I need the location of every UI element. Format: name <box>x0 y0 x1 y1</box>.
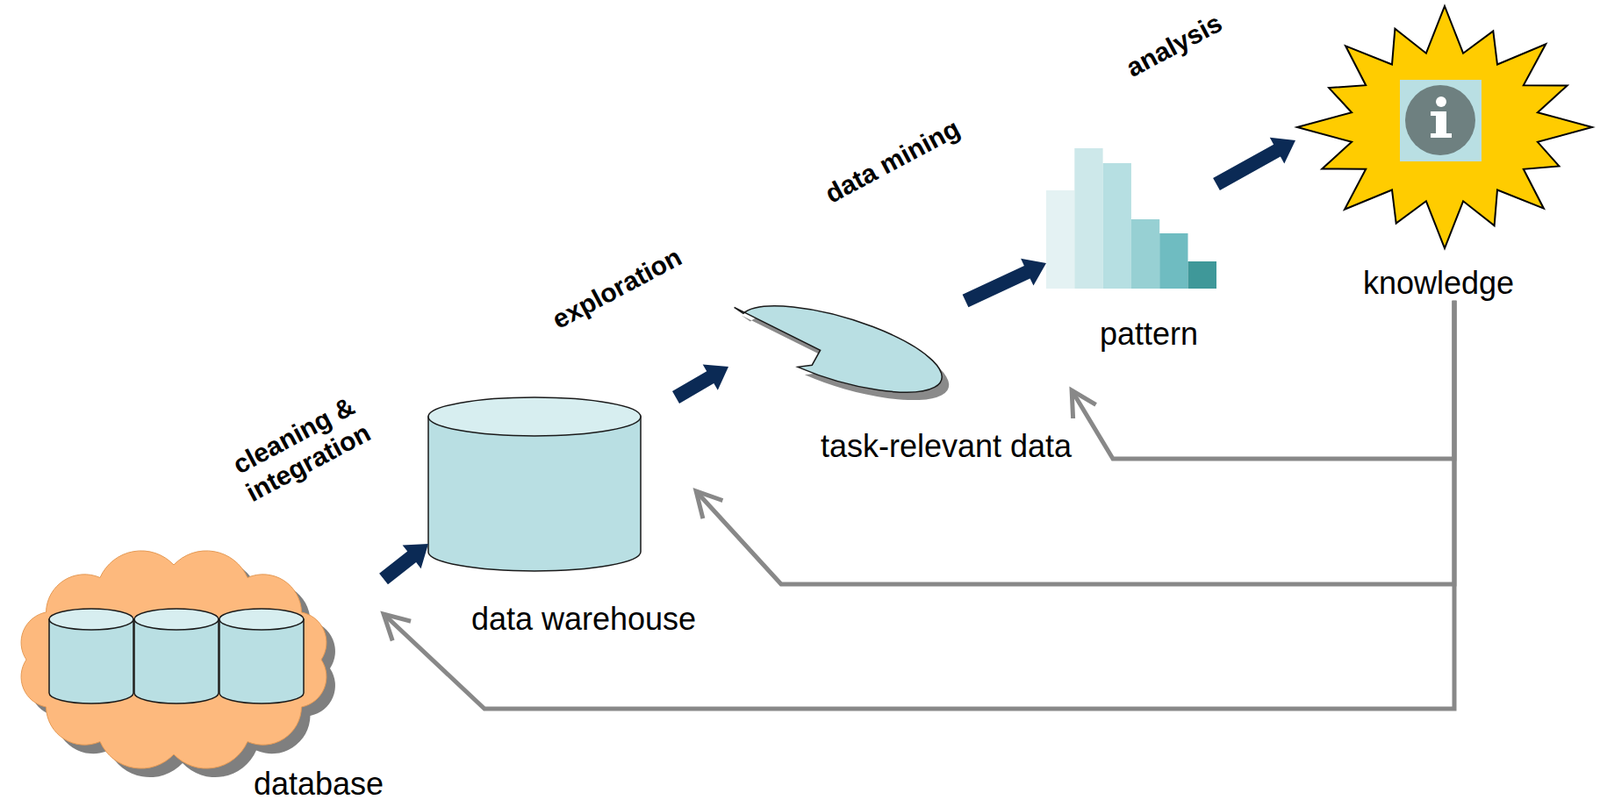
node-label: knowledge <box>1363 265 1514 302</box>
cylinder-top <box>219 609 304 631</box>
knowledge-star <box>1297 6 1593 249</box>
icon-serif <box>1430 111 1442 116</box>
arrow-head <box>383 614 409 639</box>
icon-base <box>1430 133 1452 138</box>
warehouse-node: data warehouse <box>428 397 696 638</box>
step-label: cleaning & integration <box>221 387 381 512</box>
icon-square <box>1399 79 1482 162</box>
cloud-group <box>21 551 336 778</box>
database-node: database <box>10 551 384 803</box>
node-label: task-relevant data <box>820 429 1072 465</box>
warehouse-cylinder <box>428 397 641 572</box>
process-arrow <box>379 544 429 585</box>
node-label: pattern <box>1099 316 1199 352</box>
arrow-head <box>695 491 721 517</box>
feedback-arrow <box>383 301 1455 710</box>
bar <box>1046 190 1075 289</box>
database-cylinders <box>49 609 304 704</box>
arrow-shape <box>1212 137 1296 191</box>
process-arrow <box>962 258 1047 308</box>
disk <box>722 286 951 411</box>
feedback-line <box>383 301 1455 710</box>
bar <box>1103 163 1132 289</box>
feedback-line <box>1071 301 1455 460</box>
cylinder-body <box>219 619 304 704</box>
cylinder-top <box>428 397 641 437</box>
feedback-line <box>695 301 1455 585</box>
arrow-shape <box>962 258 1047 308</box>
knowledge-node: knowledge <box>1295 5 1598 302</box>
bar <box>1074 148 1103 289</box>
step-label: exploration <box>544 240 690 338</box>
info-icon <box>1399 79 1482 162</box>
disk-shape <box>722 286 951 411</box>
cylinder-body <box>134 619 219 704</box>
step-label: data mining <box>819 113 966 210</box>
process-arrow <box>1212 137 1296 191</box>
pattern-bars <box>1046 148 1217 289</box>
step-label: analysis <box>1101 0 1248 94</box>
node-label: data warehouse <box>471 602 696 638</box>
cylinder-body <box>49 619 134 704</box>
feedback-arrow <box>1071 301 1455 460</box>
arrow-shape <box>379 544 429 585</box>
feedback-arrow <box>695 301 1455 585</box>
bar <box>1131 219 1160 289</box>
arrow-head <box>1071 390 1094 417</box>
icon-circle <box>1405 85 1476 156</box>
process-arrow <box>672 364 729 404</box>
star-group <box>1297 6 1593 249</box>
cylinder-top <box>134 609 219 631</box>
data-node: task-relevant data <box>728 301 1072 465</box>
bar <box>1188 261 1218 289</box>
arrow-shape <box>672 364 729 404</box>
node-label: database <box>253 767 384 803</box>
bar <box>1159 233 1188 289</box>
cylinder-body <box>428 416 641 572</box>
icon-dot <box>1435 96 1447 108</box>
pattern-node: pattern <box>1046 148 1217 352</box>
cloud-shape <box>21 551 327 769</box>
cylinder-top <box>49 609 134 631</box>
